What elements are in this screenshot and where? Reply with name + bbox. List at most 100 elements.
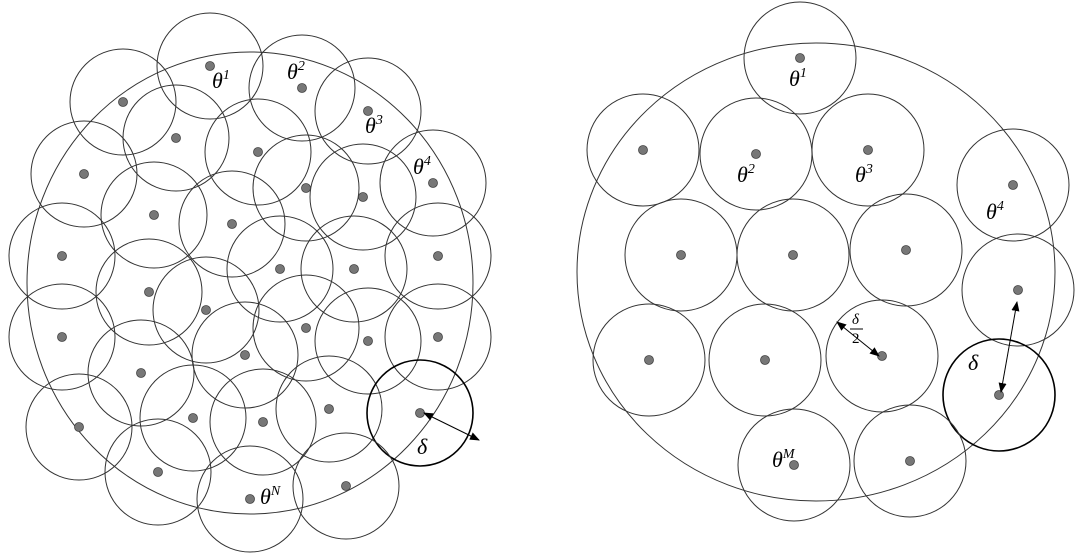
ball — [300, 215, 408, 323]
center-point — [253, 147, 263, 157]
ball — [204, 98, 312, 206]
ball — [737, 408, 851, 522]
center-point — [428, 178, 438, 188]
center-point — [144, 287, 154, 297]
ball — [156, 12, 264, 120]
center-point — [349, 264, 359, 274]
center-point — [297, 83, 307, 93]
ball — [226, 215, 334, 323]
ball — [8, 283, 116, 391]
label-theta-4: θ4 — [413, 154, 431, 179]
center-point — [258, 417, 268, 427]
center-point — [57, 332, 67, 342]
ball — [100, 161, 208, 269]
ball — [314, 57, 422, 165]
ball — [248, 34, 356, 142]
ball — [209, 368, 317, 476]
ball — [309, 143, 417, 251]
label-half-delta-denominator: 2 — [852, 331, 860, 347]
ball — [275, 355, 383, 463]
center-point — [245, 494, 255, 504]
center-point — [789, 460, 799, 470]
ball — [379, 129, 487, 237]
center-point — [751, 149, 761, 159]
center-point — [205, 61, 215, 71]
ball — [811, 93, 925, 207]
center-point — [275, 264, 285, 274]
ball — [743, 1, 857, 115]
center-point — [433, 251, 443, 261]
ball — [849, 193, 963, 307]
center-point — [201, 305, 211, 315]
ball — [196, 445, 304, 553]
ball — [956, 128, 1070, 242]
half-delta-radius-arrow — [836, 321, 880, 357]
ball — [384, 283, 492, 391]
center-point — [433, 332, 443, 342]
center-point — [358, 192, 368, 202]
covering-panel: θ1 θ2 θ3 θ4 θN δ — [8, 12, 492, 553]
center-point — [901, 245, 911, 255]
center-point — [240, 350, 250, 360]
center-point — [676, 250, 686, 260]
ball — [30, 120, 138, 228]
center-point — [1008, 180, 1018, 190]
ball — [69, 48, 177, 156]
center-point — [301, 183, 311, 193]
packing-panel: θ1 θ2 θ3 θ4 θM δ δ 2 — [576, 1, 1075, 522]
label-theta-M: θM — [772, 447, 796, 472]
ball — [178, 170, 286, 278]
ball — [95, 238, 203, 346]
ball — [252, 274, 360, 382]
ball — [586, 93, 700, 207]
center-point — [644, 355, 654, 365]
center-point — [863, 145, 873, 155]
center-point — [188, 413, 198, 423]
label-half-delta-numerator: δ — [852, 312, 860, 328]
center-point — [149, 210, 159, 220]
center-point — [301, 323, 311, 333]
label-theta-2: θ2 — [287, 59, 305, 84]
ball — [25, 373, 133, 481]
ball — [708, 303, 822, 417]
delta-separation-arrow — [998, 301, 1020, 393]
parameter-space-boundary — [26, 51, 474, 515]
label-theta-4: θ4 — [986, 199, 1004, 224]
label-theta-3: θ3 — [855, 162, 873, 187]
ball — [252, 134, 360, 242]
center-point — [74, 422, 84, 432]
center-point — [153, 467, 163, 477]
label-theta-1: θ1 — [789, 66, 807, 91]
parameter-space-boundary — [576, 42, 1056, 502]
center-point — [57, 251, 67, 261]
ball — [292, 432, 400, 540]
center-point — [324, 404, 334, 414]
center-point — [227, 219, 237, 229]
ball — [853, 404, 967, 518]
ball — [139, 364, 247, 472]
ball — [314, 287, 422, 395]
center-point — [994, 390, 1004, 400]
ball — [152, 256, 260, 364]
label-theta-2: θ2 — [737, 162, 755, 187]
center-point — [136, 368, 146, 378]
center-point — [118, 97, 128, 107]
center-point — [363, 106, 373, 116]
center-point — [795, 53, 805, 63]
center-point — [638, 145, 648, 155]
label-theta-3: θ3 — [365, 113, 383, 138]
center-point — [79, 169, 89, 179]
center-point — [171, 133, 181, 143]
center-point — [760, 355, 770, 365]
ball — [592, 303, 706, 417]
label-theta-N: θN — [260, 484, 281, 509]
delta-radius-arrow — [423, 412, 480, 441]
ball — [104, 418, 212, 526]
center-point — [415, 408, 425, 418]
ball — [384, 202, 492, 310]
center-point — [905, 456, 915, 466]
center-point — [1013, 285, 1023, 295]
center-point — [341, 481, 351, 491]
center-point — [363, 336, 373, 346]
